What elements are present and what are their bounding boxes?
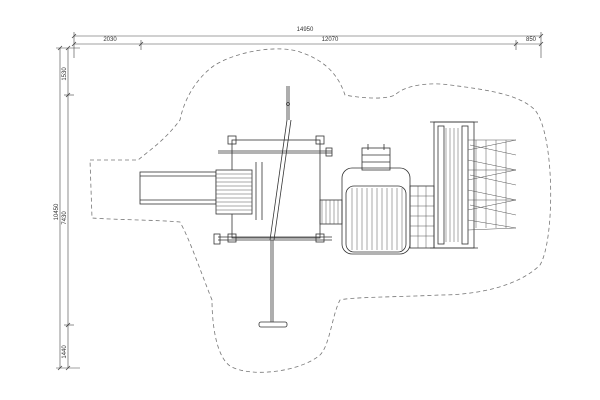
segment-middle-label: 12070: [322, 37, 339, 43]
tower-deck: [215, 169, 253, 215]
segment-top-label: 1530: [62, 67, 68, 81]
tower-inner: [345, 185, 407, 253]
net-frame-post: [461, 125, 469, 245]
segment-right-label: 850: [526, 37, 537, 43]
grid-lines: [410, 186, 434, 248]
safety-zone-outline: [89, 48, 552, 373]
bridge-hatch: [321, 200, 339, 224]
tower-inner-hatch: [351, 188, 403, 250]
tower-post: [227, 135, 237, 145]
tower-post: [315, 233, 325, 243]
pole-shaft: [269, 119, 288, 241]
segment-middle-vertical-label: 7430: [62, 211, 68, 225]
net-frame-post: [437, 125, 445, 245]
slide: [139, 171, 217, 205]
pole-base: [258, 321, 288, 328]
segment-bottom-label: 1440: [62, 345, 68, 359]
tower-post: [227, 233, 237, 243]
segment-left-label: 2030: [103, 37, 117, 43]
ladder: [361, 144, 391, 171]
dim-tick: [71, 41, 77, 47]
vertical-dimensions: 10450 1530 7430 1440: [54, 45, 80, 371]
connecting-bridge: [319, 199, 343, 225]
tower-post: [315, 135, 325, 145]
climbing-pole: [258, 86, 292, 328]
overall-height-label: 10450: [54, 203, 60, 220]
net-frame-hatch: [445, 128, 459, 242]
bridge-frame: [319, 199, 343, 225]
climbing-grid: [409, 185, 435, 249]
grid-frame: [409, 185, 435, 249]
dim-tick: [538, 41, 544, 47]
slide-bed: [139, 171, 217, 205]
dim-tick: [65, 45, 71, 51]
net-strands: [467, 139, 517, 231]
tower-deck-hatch: [216, 173, 252, 211]
tower-clamp: [213, 233, 221, 245]
pole-shaft: [273, 119, 292, 241]
playground-structure: [139, 86, 517, 328]
pole-knot: [286, 102, 290, 106]
left-tower: [213, 135, 333, 245]
dim-tick: [65, 365, 71, 371]
right-tower: [341, 167, 411, 255]
net-frame: [430, 121, 517, 249]
overall-width-label: 14950: [297, 27, 314, 33]
tower-clamp: [325, 147, 333, 157]
horizontal-dimensions: 14950 2030 12070 850: [71, 27, 544, 58]
ladder-frame: [361, 147, 391, 171]
